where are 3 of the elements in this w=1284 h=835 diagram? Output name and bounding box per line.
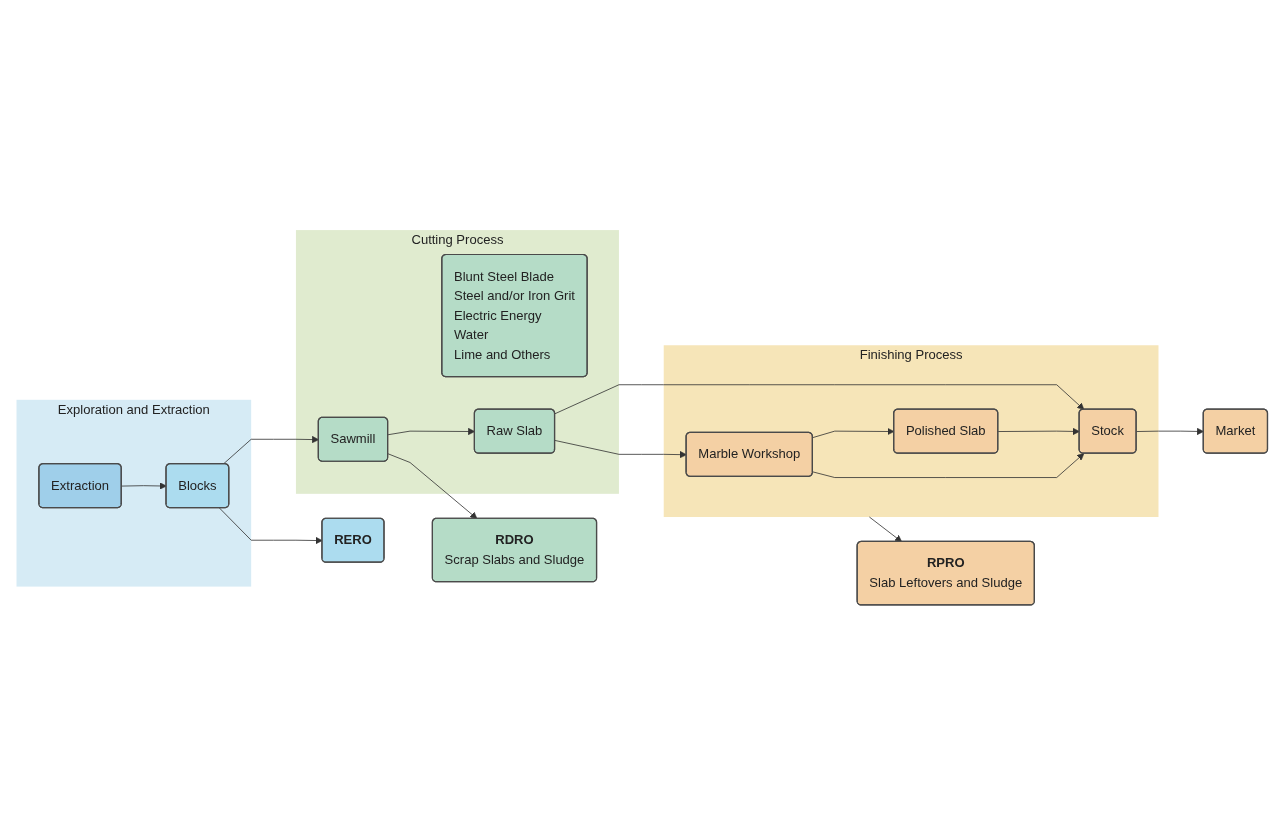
cluster [663, 345, 1159, 517]
cluster [295, 230, 619, 494]
cluster [16, 399, 252, 587]
